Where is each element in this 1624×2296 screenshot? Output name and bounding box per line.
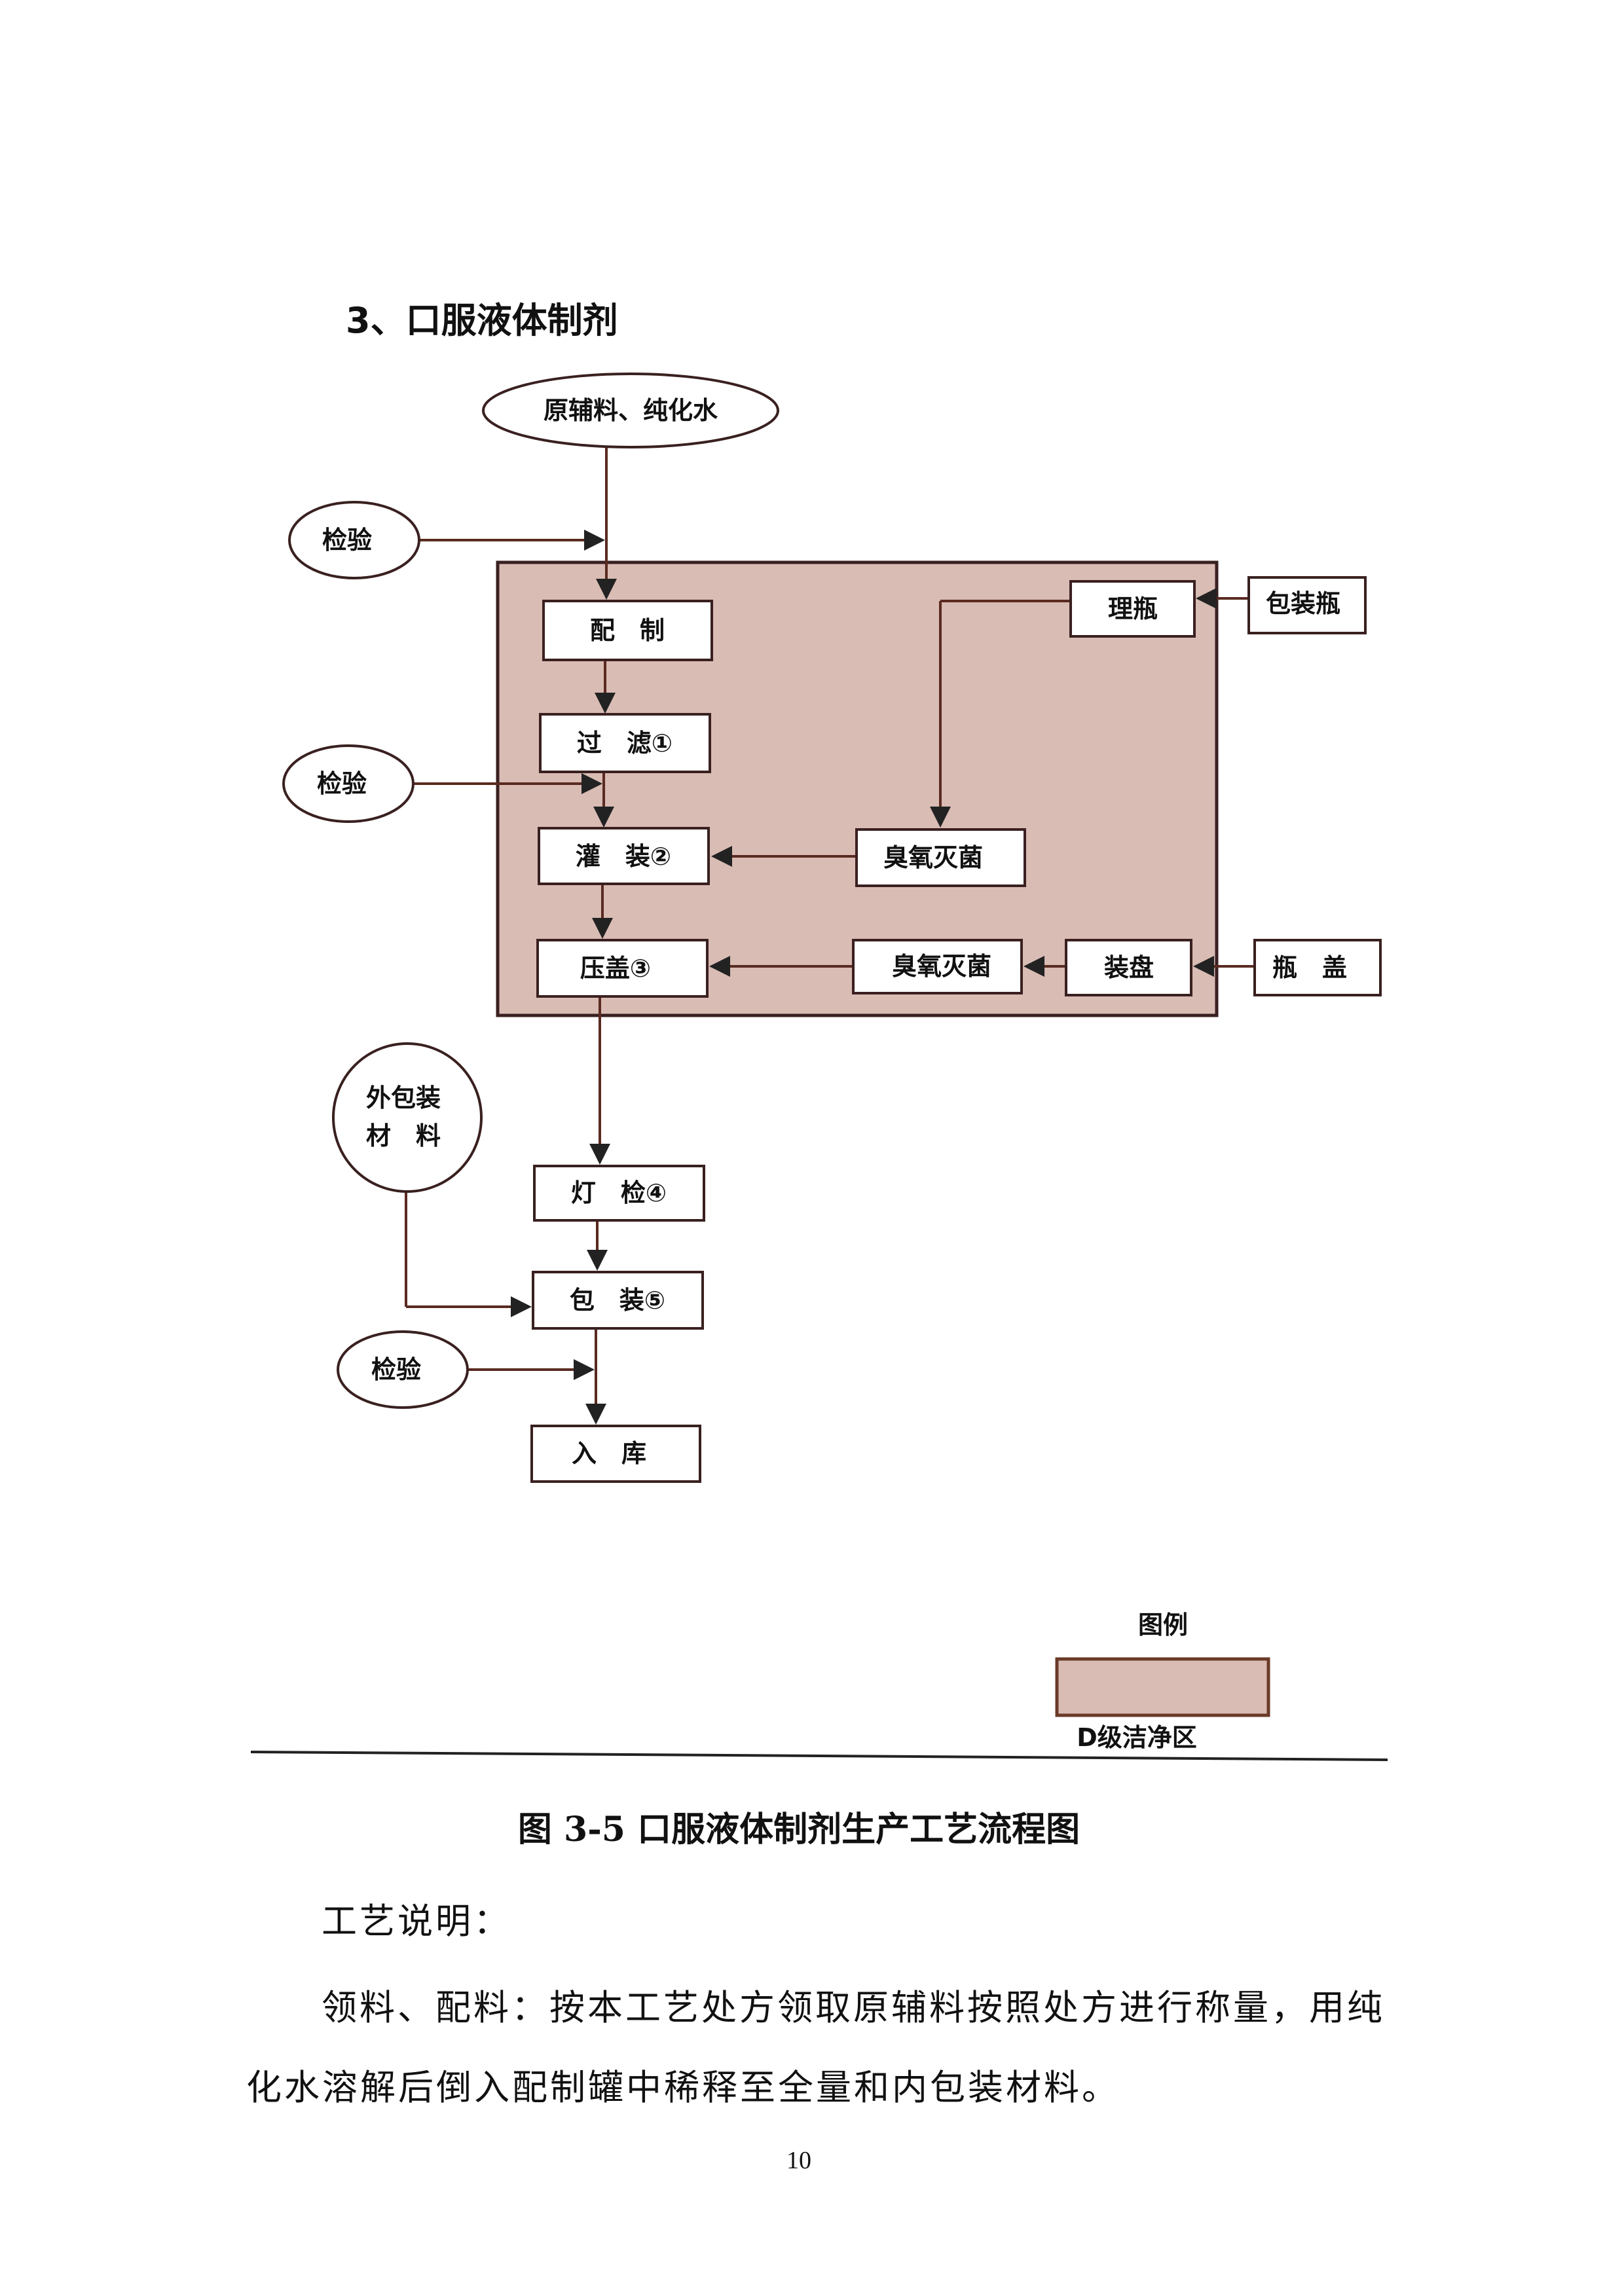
step-mixing: 配 制 [542, 600, 713, 661]
step-capping: 压盖③ [536, 939, 709, 998]
step-storage: 入 库 [530, 1425, 701, 1483]
description-line-2: 化水溶解后倒入配制罐中稀释至全量和内包装材料。 [246, 2067, 1120, 2108]
section-title: 3、口服液体制剂 [346, 300, 618, 341]
outer-material-label-2: 材 料 [366, 1121, 441, 1150]
start-materials-label: 原辅料、纯化水 [544, 396, 718, 425]
inspect-node-3: 检验 [337, 1330, 469, 1409]
step-light-inspection: 灯 检④ [533, 1165, 705, 1222]
bottle-cap-input: 瓶 盖 [1253, 939, 1382, 996]
step-label: 压盖③ [580, 954, 651, 983]
connectors [405, 448, 1255, 1425]
step-label: 臭氧灭菌 [892, 952, 991, 981]
start-materials-node: 原辅料、纯化水 [482, 373, 779, 448]
step-bottle-sorting: 理瓶 [1069, 580, 1196, 638]
step-label: 理瓶 [1108, 594, 1158, 623]
inspect-label: 检验 [317, 769, 367, 798]
step-filling: 灌 装② [538, 827, 710, 885]
legend-label: D级洁净区 [1077, 1723, 1197, 1752]
step-label: 灯 检④ [571, 1178, 667, 1207]
inspect-label: 检验 [371, 1355, 421, 1384]
step-label: 过 滤① [577, 729, 673, 757]
step-label: 配 制 [590, 616, 665, 645]
inspect-label: 检验 [322, 526, 372, 555]
figure-caption: 图 3-5 口服液体制剂生产工艺流程图 [517, 1810, 1080, 1850]
step-label: 包装瓶 [1266, 589, 1340, 618]
inspect-node-2: 检验 [282, 744, 415, 823]
step-ozone-sterilize-bottles: 臭氧灭菌 [855, 828, 1026, 887]
divider-line [250, 1751, 1388, 1761]
step-packaging: 包 装⑤ [532, 1271, 704, 1330]
step-tray: 装盘 [1065, 939, 1192, 996]
outer-material-label-1: 外包装 [366, 1084, 441, 1112]
step-label: 瓶 盖 [1272, 953, 1347, 982]
legend: 图例 D级洁净区 [1055, 1611, 1270, 1752]
page-number: 10 [786, 2147, 811, 2174]
description-heading: 工艺说明： [322, 1901, 511, 1942]
packaging-bottle-input: 包装瓶 [1247, 576, 1367, 634]
legend-swatch [1055, 1657, 1270, 1717]
step-label: 臭氧灭菌 [883, 843, 983, 872]
description-line-1: 领料、配料：按本工艺处方领取原辅料按照处方进行称量，用纯 [322, 1987, 1385, 2028]
step-label: 装盘 [1104, 953, 1154, 982]
step-filtering: 过 滤① [539, 713, 711, 773]
legend-title: 图例 [1138, 1611, 1188, 1639]
step-label: 灌 装② [576, 842, 671, 871]
inspect-node-1: 检验 [288, 501, 420, 579]
step-ozone-sterilize-caps: 臭氧灭菌 [852, 939, 1023, 994]
outer-material-node: 外包装 材 料 [332, 1042, 483, 1193]
step-label: 包 装⑤ [570, 1286, 665, 1315]
step-label: 入 库 [572, 1439, 646, 1468]
